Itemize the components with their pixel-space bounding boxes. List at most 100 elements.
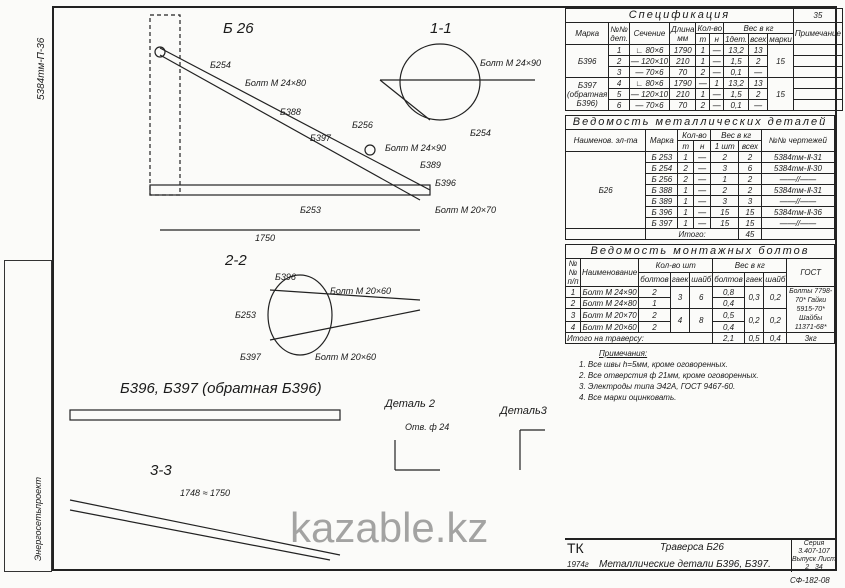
cell: 0,1 bbox=[723, 99, 750, 111]
th: 1 шт bbox=[710, 140, 739, 152]
th: №№ чертежей bbox=[760, 129, 836, 152]
th: гаек bbox=[743, 272, 765, 287]
th: гаек bbox=[669, 272, 691, 287]
cell: 15 bbox=[737, 217, 762, 229]
spec-title: Спецификация bbox=[565, 8, 794, 23]
part-b396 bbox=[69, 409, 341, 421]
label: Болт М 20×60 bbox=[330, 286, 392, 296]
total-label: Итого: bbox=[645, 228, 739, 240]
cell: 210 bbox=[669, 55, 697, 67]
th: ГОСТ bbox=[786, 258, 835, 287]
cell: 13 bbox=[748, 77, 769, 89]
cell: 4 bbox=[669, 308, 691, 333]
notes: Примечания: 1. Все швы h=5мм, кроме огов… bbox=[565, 348, 835, 403]
cell: Болт М 24×90 bbox=[579, 286, 640, 298]
cell: 5 bbox=[608, 88, 630, 100]
cell: 5384тм-Ⅱ-31 bbox=[760, 184, 836, 196]
label: Б397 bbox=[310, 133, 331, 143]
th: шайб bbox=[763, 272, 788, 287]
th: 1дет. bbox=[723, 33, 750, 45]
cell: — bbox=[748, 66, 769, 78]
label: Б389 bbox=[420, 160, 441, 170]
cell bbox=[792, 55, 843, 67]
label: Б254 bbox=[470, 128, 491, 138]
cell: 0,2 bbox=[743, 308, 765, 333]
sheet-number: 35 bbox=[792, 8, 843, 23]
title-1: Траверса Б26 bbox=[660, 542, 724, 553]
cell: — bbox=[692, 162, 712, 174]
th: всех bbox=[737, 140, 762, 152]
label: Б396 bbox=[275, 272, 296, 282]
series: 3.407-107 bbox=[798, 548, 830, 555]
side-stamp: Энергосетьпроект bbox=[4, 260, 52, 572]
notes-title: Примечания: bbox=[599, 349, 648, 358]
cell: Б 388 bbox=[645, 184, 679, 196]
year: 1974г bbox=[567, 560, 589, 569]
cell: 5384тм-Ⅱ-30 bbox=[760, 162, 836, 174]
metal-title: Ведомость металлических деталей bbox=[565, 115, 835, 130]
cell: Б 253 bbox=[645, 151, 679, 163]
label: Болт М 20×60 bbox=[315, 352, 377, 362]
cell: 1 bbox=[709, 77, 725, 89]
main-view-title: Б 26 bbox=[223, 20, 254, 37]
label: Болт М 20×70 bbox=[435, 205, 497, 215]
cell: 1 bbox=[677, 184, 694, 196]
cell: 15 bbox=[710, 206, 739, 218]
cell: 15 bbox=[737, 206, 762, 218]
th: №№ дет. bbox=[608, 22, 630, 45]
section-3-3-title: 3-3 bbox=[150, 462, 172, 479]
cell: 2 bbox=[737, 151, 762, 163]
cell: Б396 bbox=[564, 44, 610, 78]
sheet: 34 bbox=[814, 564, 823, 571]
th: Кол-во шт bbox=[638, 258, 714, 273]
bolt-hole bbox=[154, 46, 166, 58]
cell: ——//—— bbox=[760, 173, 836, 185]
cell: 70 bbox=[669, 66, 697, 78]
cell: 0,5 bbox=[743, 332, 765, 344]
bolts-title: Ведомость монтажных болтов bbox=[565, 244, 835, 259]
cell: — bbox=[709, 88, 725, 100]
cell: 8 bbox=[689, 308, 714, 333]
cell: 2 bbox=[608, 55, 630, 67]
cell: 2 bbox=[710, 184, 739, 196]
th: Вес в кг bbox=[712, 258, 788, 273]
th: Вес в кг bbox=[723, 22, 794, 34]
label: Б256 bbox=[352, 120, 373, 130]
cell: Б 396 bbox=[645, 206, 679, 218]
cell: Б 254 bbox=[645, 162, 679, 174]
title-block: ТК 1974г Траверса Б26 Металлические дета… bbox=[565, 538, 837, 574]
cell: 1 bbox=[638, 297, 671, 309]
cell: 13,2 bbox=[723, 77, 750, 89]
cell: 1 bbox=[677, 151, 694, 163]
cell: — bbox=[692, 217, 712, 229]
section-1-1 bbox=[399, 43, 481, 121]
cell: 1,5 bbox=[723, 88, 750, 100]
cell: — bbox=[692, 184, 712, 196]
brace-upper bbox=[159, 47, 431, 191]
cell: 6 bbox=[608, 99, 630, 111]
cell: — bbox=[692, 206, 712, 218]
cell: Болт М 20×60 bbox=[579, 321, 640, 333]
cell: 4 bbox=[608, 77, 630, 89]
th: всех bbox=[748, 33, 769, 45]
cell: 6 bbox=[737, 162, 762, 174]
cell bbox=[792, 88, 843, 100]
series-label: Серия bbox=[803, 540, 825, 547]
th: Марка bbox=[645, 129, 679, 152]
cell: 15 bbox=[767, 77, 794, 111]
cell: 70 bbox=[669, 99, 697, 111]
cell: 13,2 bbox=[723, 44, 750, 56]
th: н bbox=[709, 33, 725, 45]
metal-details-table: Ведомость металлических деталей Наименов… bbox=[564, 115, 836, 240]
label: Отв. ф 24 bbox=[405, 422, 450, 432]
issue: 2 bbox=[805, 564, 810, 571]
cell: 2 bbox=[748, 55, 769, 67]
